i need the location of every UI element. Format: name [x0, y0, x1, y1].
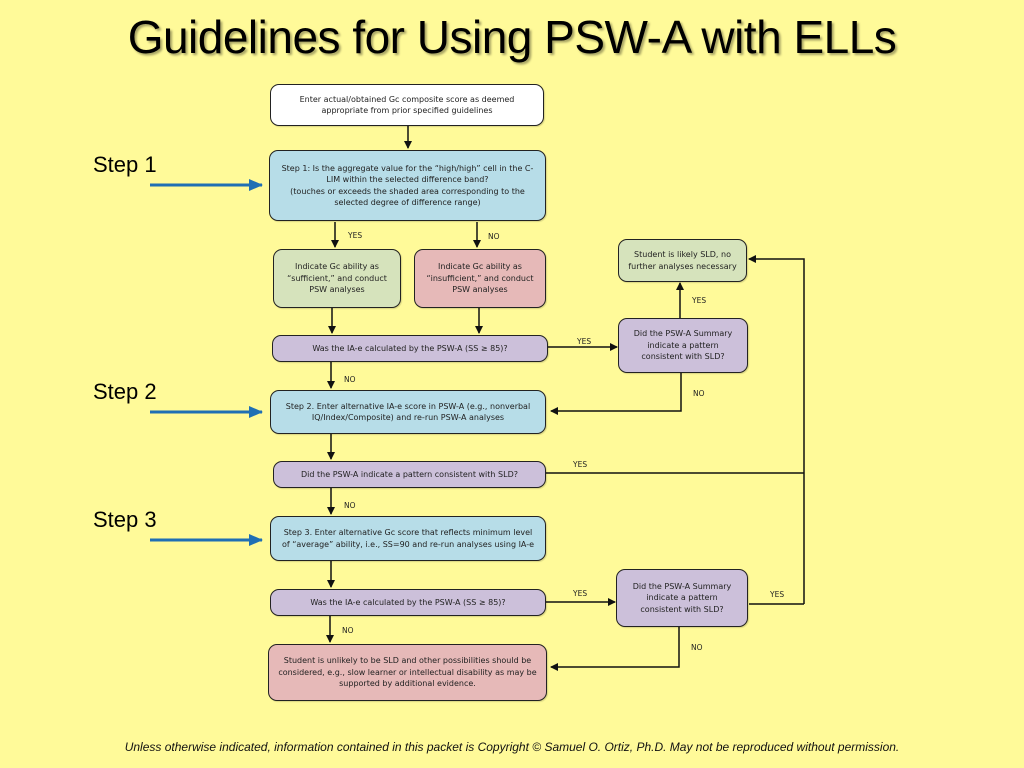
label-step1-no: NO [488, 232, 500, 241]
arrow-summary1-no [550, 373, 682, 415]
gc-sufficient-text: Indicate Gc ability as “sufficient,” and… [287, 262, 387, 295]
label-summary2-yes: YES [770, 590, 785, 599]
step-2-label: Step 2 [93, 379, 157, 404]
unlikely-sld-box: Student is unlikely to be SLD and other … [268, 644, 547, 701]
gc-insufficient-box: Indicate Gc ability as “insufficient,” a… [414, 249, 546, 308]
step2-text: Step 2. Enter alternative IA-e score in … [285, 401, 531, 423]
step-1-label: Step 1 [93, 152, 157, 177]
iae-question-1-box: Was the IA-e calculated by the PSW-A (SS… [272, 335, 548, 362]
summary-question-1-text: Did the PSW-A Summary indicate a pattern… [633, 329, 733, 362]
step2-box: Step 2. Enter alternative IA-e score in … [270, 390, 546, 434]
label-pattern-no: NO [344, 501, 356, 510]
gc-insufficient-text: Indicate Gc ability as “insufficient,” a… [426, 262, 534, 295]
step3-box: Step 3. Enter alternative Gc score that … [270, 516, 546, 561]
enter-gc-score-text: Enter actual/obtained Gc composite score… [299, 94, 515, 116]
step3-text: Step 3. Enter alternative Gc score that … [281, 528, 535, 549]
iae-question-2-box: Was the IA-e calculated by the PSW-A (SS… [270, 589, 546, 616]
enter-gc-score-box: Enter actual/obtained Gc composite score… [270, 84, 544, 126]
step1-question-text: Step 1: Is the aggregate value for the “… [281, 163, 534, 208]
likely-sld-box: Student is likely SLD, no further analys… [618, 239, 747, 282]
label-pattern-yes: YES [573, 460, 588, 469]
arrow-summary2-no [550, 627, 680, 671]
step-3-label: Step 3 [93, 507, 157, 532]
label-summary2-no: NO [691, 643, 703, 652]
summary-question-1-box: Did the PSW-A Summary indicate a pattern… [618, 318, 748, 373]
summary-question-2-box: Did the PSW-A Summary indicate a pattern… [616, 569, 748, 627]
label-summary1-no: NO [693, 389, 705, 398]
iae-question-2-text: Was the IA-e calculated by the PSW-A (SS… [310, 597, 506, 607]
label-summary1-yes: YES [692, 296, 707, 305]
gc-sufficient-box: Indicate Gc ability as “sufficient,” and… [273, 249, 401, 308]
unlikely-sld-text: Student is unlikely to be SLD and other … [278, 656, 537, 689]
arrow-yes-to-likely [748, 255, 805, 604]
iae-question-1-text: Was the IA-e calculated by the PSW-A (SS… [312, 343, 508, 353]
label-iae1-no: NO [344, 375, 356, 384]
label-iae1-yes: YES [577, 337, 592, 346]
label-iae2-no: NO [342, 626, 354, 635]
step1-question-box: Step 1: Is the aggregate value for the “… [269, 150, 546, 221]
likely-sld-text: Student is likely SLD, no further analys… [628, 250, 737, 271]
label-step1-yes: YES [348, 231, 363, 240]
label-iae2-yes: YES [573, 589, 588, 598]
pattern-question-box: Did the PSW-A indicate a pattern consist… [273, 461, 546, 488]
slide-title: Guidelines for Using PSW-A with ELLs [127, 11, 897, 63]
copyright-footer: Unless otherwise indicated, information … [124, 740, 900, 754]
pattern-question-text: Did the PSW-A indicate a pattern consist… [301, 469, 518, 479]
summary-question-2-text: Did the PSW-A Summary indicate a pattern… [632, 581, 732, 614]
